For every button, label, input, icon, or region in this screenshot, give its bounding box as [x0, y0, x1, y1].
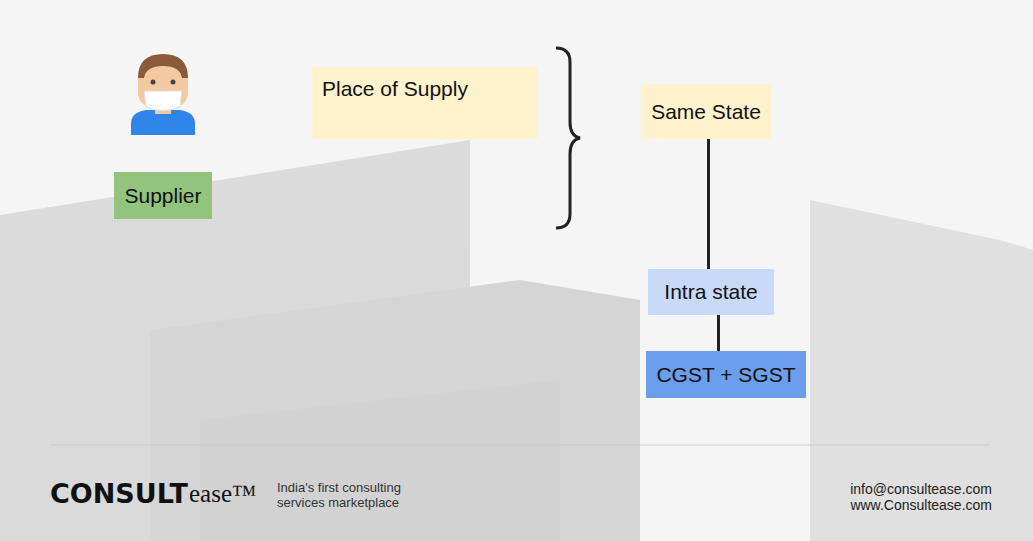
- node-text: Same State: [651, 100, 761, 124]
- role-box: Supplier: [114, 172, 212, 219]
- category-box: Intra state: [648, 269, 774, 315]
- logo-text: CONSULT: [50, 478, 188, 509]
- contact-email: info@consultease.com: [850, 481, 992, 497]
- concept-box: Place of Supply: [312, 67, 538, 139]
- buildings: [0, 140, 1033, 541]
- connector-line: [708, 139, 709, 269]
- curly-bracket: [556, 48, 580, 228]
- condition-box: Same State: [641, 84, 771, 139]
- node-text: Supplier: [124, 184, 201, 208]
- node-text: CGST + SGST: [656, 363, 795, 387]
- logo-text: ease™: [189, 480, 257, 509]
- tax-box: CGST + SGST: [646, 351, 806, 398]
- connector-line: [718, 315, 719, 351]
- node-text: Place of Supply: [322, 77, 468, 101]
- person-icon: [131, 54, 195, 135]
- node-text: Intra state: [664, 280, 757, 304]
- contact-website: www.Consultease.com: [850, 497, 992, 513]
- footer-rule: [50, 445, 990, 446]
- tagline: India's first consulting services market…: [277, 481, 427, 511]
